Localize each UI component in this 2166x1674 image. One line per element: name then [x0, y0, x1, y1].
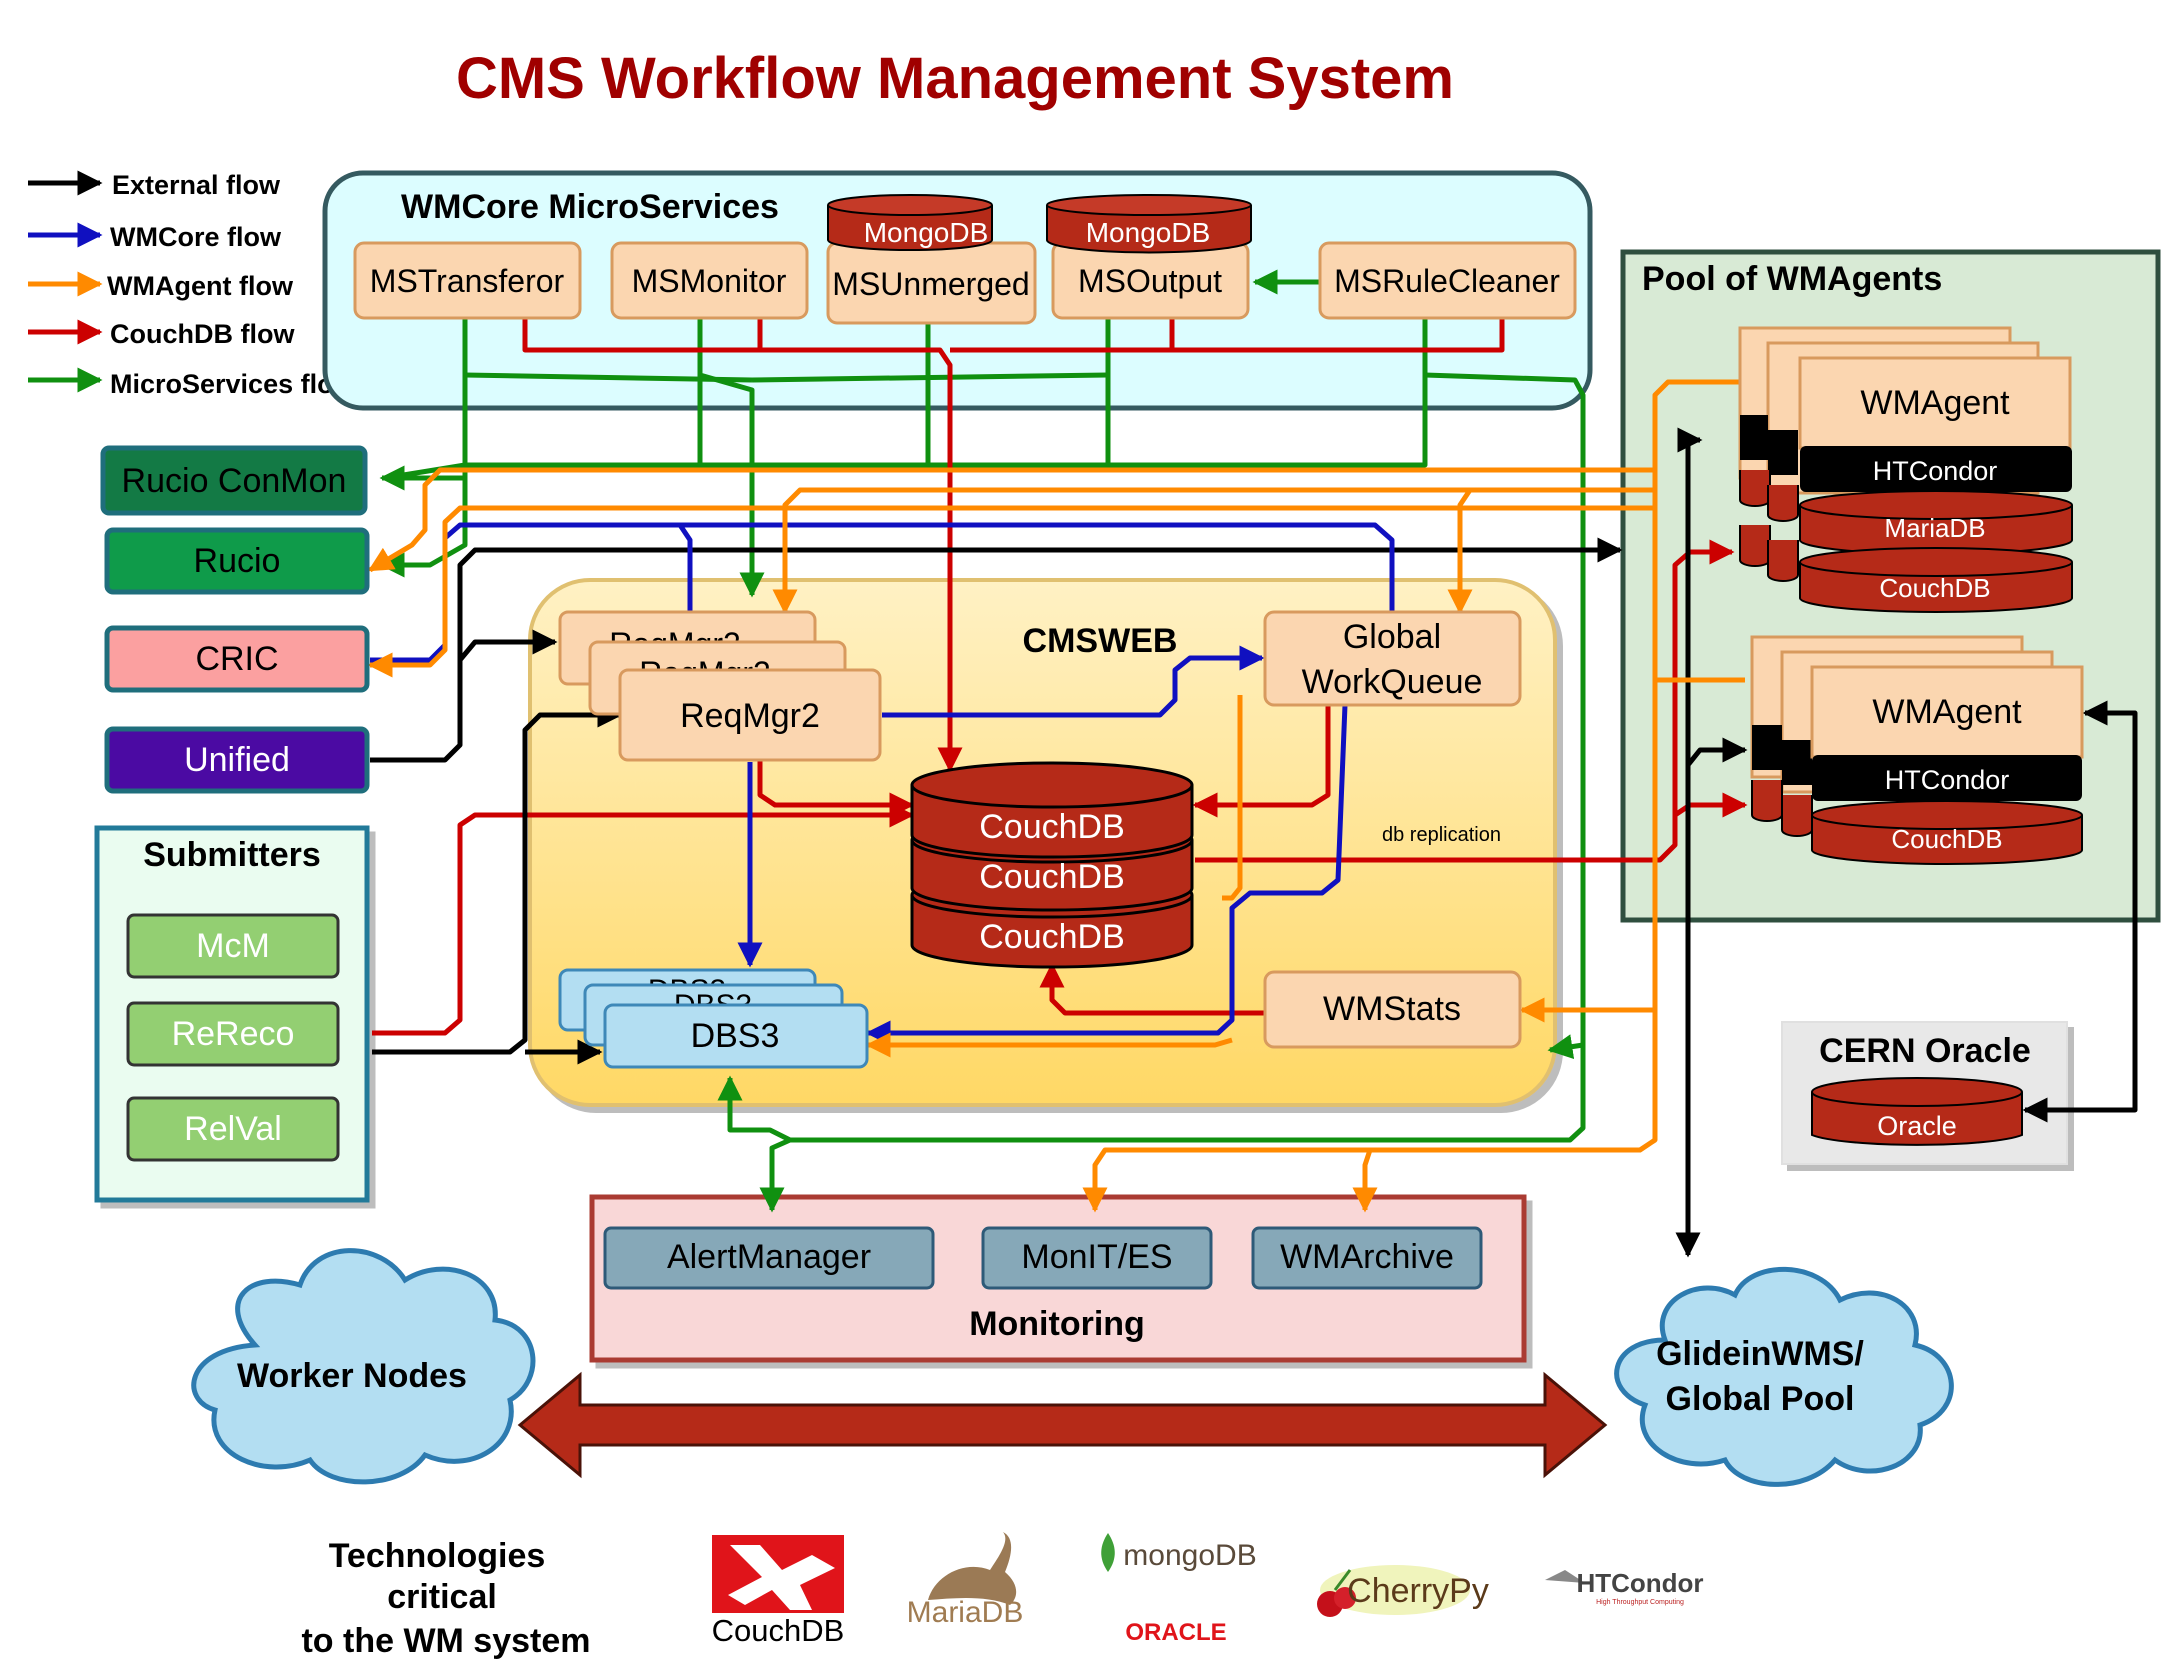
legend-couchdb: CouchDB flow — [110, 319, 295, 349]
wmstats-label: WMStats — [1323, 990, 1461, 1028]
relval-label: RelVal — [184, 1110, 282, 1148]
mstransferor-node[interactable]: MSTransferor — [353, 241, 582, 320]
rucio-label: Rucio — [194, 542, 281, 580]
wmagent-label-2: WMAgent — [1872, 693, 2022, 731]
monitoring-title: Monitoring — [969, 1305, 1145, 1343]
page-title: CMS Workflow Management System — [456, 46, 1454, 111]
couchdb-logo: CouchDB — [712, 1535, 845, 1648]
msoutput-node[interactable]: MSOutput — [1051, 241, 1250, 320]
legend-wmcore: WMCore flow — [110, 222, 282, 252]
cmsweb-couchdb-stack[interactable]: CouchDB CouchDB CouchDB — [910, 761, 1194, 969]
unified-node[interactable]: Unified — [104, 726, 370, 794]
mariadb-logo: MariaDB — [907, 1532, 1024, 1629]
pool-title: Pool of WMAgents — [1642, 260, 1942, 298]
mcm-node[interactable]: McM — [126, 913, 340, 979]
couchdb-logo-text: CouchDB — [712, 1613, 845, 1648]
cric-node[interactable]: CRIC — [104, 625, 370, 693]
mongodb-label-1: MongoDB — [864, 217, 989, 248]
oracle-db-label: Oracle — [1877, 1111, 1957, 1141]
mongodb-cylinder-1: MongoDB — [827, 194, 993, 251]
couchdb-label-2: CouchDB — [979, 858, 1125, 896]
htcondor-label-1: HTCondor — [1873, 456, 1998, 486]
rucio-conmon-node[interactable]: Rucio ConMon — [100, 445, 368, 516]
glidein-label-1: GlideinWMS/ — [1656, 1335, 1864, 1373]
rucio-node[interactable]: Rucio — [104, 527, 370, 595]
wmarchive-label: WMArchive — [1280, 1238, 1454, 1276]
reqmgr2-label: ReqMgr2 — [680, 697, 820, 735]
couchdb-label-1: CouchDB — [979, 808, 1125, 846]
mongodb-logo: mongoDB — [1101, 1533, 1257, 1572]
cric-label: CRIC — [195, 640, 278, 678]
tech-line-3: to the WM system — [301, 1622, 590, 1660]
htcondor-logo-sub: High Throughput Computing — [1596, 1599, 1684, 1606]
oracle-title: CERN Oracle — [1819, 1032, 2031, 1070]
mongodb-cylinder-2: MongoDB — [1046, 194, 1252, 254]
monit-label: MonIT/ES — [1021, 1238, 1172, 1276]
mariadb-label: MariaDB — [1884, 513, 1985, 543]
couchdb-label-3: CouchDB — [979, 918, 1125, 956]
wmagent-stack-1[interactable]: WMAgent HTCondor MariaDB CouchDB — [1738, 326, 2073, 613]
glidein-label-2: Global Pool — [1666, 1380, 1855, 1418]
htcondor-logo: HTCondor High Throughput Computing — [1545, 1568, 1704, 1606]
legend-microservices: MicroServices flow — [110, 369, 356, 399]
oracle-logo-text: ORACLE — [1125, 1619, 1226, 1646]
agent1-couchdb-label: CouchDB — [1879, 573, 1990, 603]
wmarchive-node[interactable]: WMArchive — [1251, 1226, 1483, 1290]
wmagent-stack-2[interactable]: WMAgent HTCondor CouchDB — [1750, 635, 2084, 865]
alertmanager-node[interactable]: AlertManager — [603, 1226, 935, 1290]
reqmgr2-stack[interactable]: ReqMgr2 ReqMgr2 ReqMgr2 — [558, 610, 882, 762]
cmsweb-title: CMSWEB — [1023, 622, 1178, 660]
relval-node[interactable]: RelVal — [126, 1096, 340, 1162]
rucio-conmon-label: Rucio ConMon — [122, 462, 347, 500]
dbs3-label: DBS3 — [691, 1017, 780, 1055]
db-replication-label: db replication — [1382, 824, 1501, 846]
msmonitor-node[interactable]: MSMonitor — [610, 241, 809, 320]
worker-nodes-cloud: Worker Nodes — [191, 1248, 536, 1485]
worker-nodes-label: Worker Nodes — [237, 1357, 467, 1395]
flow-lines — [367, 269, 2138, 1258]
htcondor-label-2: HTCondor — [1885, 765, 2010, 795]
mstransferor-label: MSTransferor — [370, 263, 565, 299]
rereco-label: ReReco — [172, 1015, 295, 1053]
alertmanager-label: AlertManager — [667, 1238, 871, 1276]
wmstats-node[interactable]: WMStats — [1263, 970, 1522, 1049]
unified-label: Unified — [184, 741, 290, 779]
legend-external: External flow — [112, 170, 281, 200]
wmagent-label-1: WMAgent — [1860, 384, 2010, 422]
msunmerged-label: MSUnmerged — [832, 266, 1029, 302]
mongodb-label-2: MongoDB — [1086, 217, 1211, 248]
microservices-title: WMCore MicroServices — [401, 188, 779, 226]
msunmerged-node[interactable]: MSUnmerged — [826, 241, 1037, 325]
tech-line-2: critical — [387, 1578, 497, 1616]
oracle-db[interactable]: Oracle — [1811, 1077, 2023, 1146]
legend-wmagent: WMAgent flow — [107, 271, 294, 301]
legend: External flow WMCore flow WMAgent flow C… — [28, 170, 356, 399]
htcondor-logo-text: HTCondor — [1576, 1568, 1703, 1598]
global-workqueue-node[interactable]: Global WorkQueue — [1263, 610, 1522, 707]
msrulecleaner-node[interactable]: MSRuleCleaner — [1318, 241, 1577, 320]
agent2-couchdb-label: CouchDB — [1891, 824, 2002, 854]
msmonitor-label: MSMonitor — [632, 263, 787, 299]
mariadb-logo-text: MariaDB — [907, 1596, 1024, 1629]
submitters-title: Submitters — [143, 836, 321, 874]
monit-node[interactable]: MonIT/ES — [981, 1226, 1213, 1290]
tech-line-1: Technologies — [329, 1537, 546, 1575]
glidein-cloud[interactable]: GlideinWMS/ Global Pool — [1614, 1266, 1954, 1487]
msrulecleaner-label: MSRuleCleaner — [1334, 263, 1560, 299]
cherrypy-logo-text: CherryPy — [1347, 1572, 1489, 1610]
mcm-label: McM — [196, 927, 270, 965]
worker-glidein-double-arrow — [517, 1371, 1608, 1479]
workqueue-label-1: Global — [1343, 618, 1441, 656]
msoutput-label: MSOutput — [1078, 263, 1222, 299]
workqueue-label-2: WorkQueue — [1302, 663, 1483, 701]
mongodb-logo-text: mongoDB — [1123, 1539, 1256, 1572]
dbs3-stack[interactable]: DBS3 DBS3 DBS3 — [558, 968, 869, 1069]
rereco-node[interactable]: ReReco — [126, 1001, 340, 1067]
cherrypy-logo: CherryPy — [1317, 1565, 1489, 1617]
